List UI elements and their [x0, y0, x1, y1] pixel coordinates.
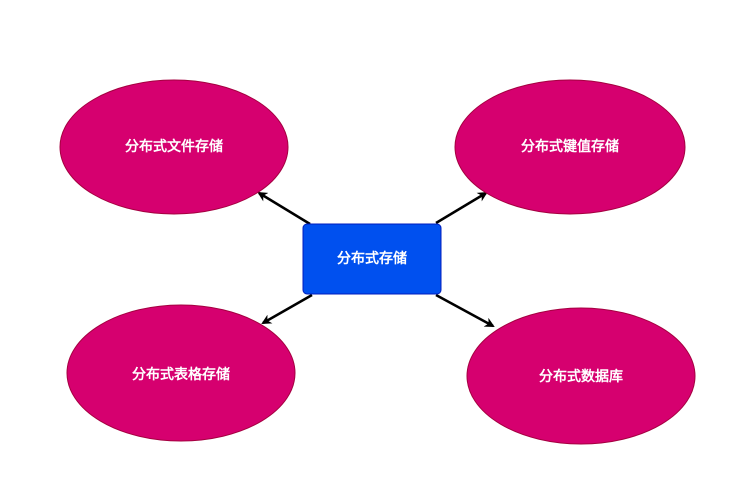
node-label: 分布式数据库 — [539, 368, 623, 385]
node-label: 分布式文件存储 — [125, 138, 223, 155]
center-node-distributed-storage[interactable]: 分布式存储 — [302, 223, 442, 295]
arrow-to-kv-storage — [435, 191, 488, 225]
arrow-to-table-storage — [261, 293, 313, 325]
center-label: 分布式存储 — [337, 250, 407, 267]
node-file-storage[interactable]: 分布式文件存储 — [59, 79, 289, 215]
arrow-to-file-storage — [257, 191, 311, 226]
node-database[interactable]: 分布式数据库 — [466, 307, 696, 445]
node-label: 分布式键值存储 — [521, 138, 619, 155]
node-table-storage[interactable]: 分布式表格存储 — [66, 304, 296, 442]
node-kv-storage[interactable]: 分布式键值存储 — [454, 79, 686, 215]
node-label: 分布式表格存储 — [132, 366, 230, 383]
arrow-to-database — [435, 293, 495, 328]
